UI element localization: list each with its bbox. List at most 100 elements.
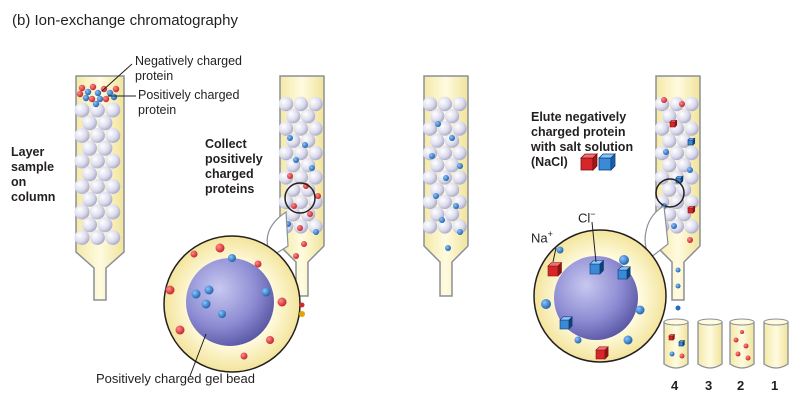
negative-protein bbox=[106, 89, 114, 97]
resin-bead bbox=[676, 207, 692, 222]
neg-protein-label: Negatively charged protein bbox=[135, 54, 243, 83]
positive-protein bbox=[78, 84, 86, 92]
cl-cube-small bbox=[675, 175, 684, 184]
cl-cube bbox=[589, 259, 605, 275]
resin-bead bbox=[430, 109, 445, 124]
resin-bead bbox=[452, 121, 467, 136]
resin-bead bbox=[82, 140, 97, 156]
resin-bead bbox=[82, 217, 97, 233]
resin-bead bbox=[89, 179, 105, 194]
gel-bead-label: Positively charged gel bead bbox=[96, 371, 255, 386]
na-cube-small bbox=[687, 205, 696, 214]
resin-bead bbox=[82, 166, 97, 182]
resin-bead bbox=[97, 140, 113, 156]
tube-1 bbox=[763, 318, 789, 369]
na-cube bbox=[547, 261, 563, 277]
resin-bead bbox=[293, 170, 308, 185]
resin-bead bbox=[82, 191, 97, 207]
cl-cube-small bbox=[687, 137, 696, 146]
resin-bead bbox=[105, 204, 121, 220]
negative-protein bbox=[204, 285, 214, 295]
resin-bead bbox=[300, 109, 316, 124]
resin-bead bbox=[278, 121, 294, 136]
resin-bead bbox=[293, 121, 308, 136]
resin-bead bbox=[422, 219, 438, 234]
gel-bead-2 bbox=[554, 256, 638, 340]
na-cube-small bbox=[668, 333, 676, 341]
resin-bead bbox=[89, 102, 105, 118]
negative-protein bbox=[623, 335, 633, 345]
fraction-3-label: 3 bbox=[705, 378, 713, 393]
resin-bead bbox=[97, 166, 113, 182]
resin-bead bbox=[286, 207, 301, 222]
resin-bead bbox=[444, 182, 460, 197]
negative-protein bbox=[449, 135, 455, 141]
resin-bead bbox=[662, 182, 677, 197]
resin-bead bbox=[662, 133, 677, 148]
cl-cube bbox=[617, 266, 631, 280]
nacl-cubes bbox=[580, 153, 616, 171]
negative-protein bbox=[541, 299, 551, 309]
positive-protein bbox=[175, 325, 185, 335]
negative-protein bbox=[433, 193, 439, 199]
na-ion bbox=[679, 101, 685, 107]
resin-bead bbox=[669, 96, 684, 112]
resin-bead bbox=[662, 158, 677, 173]
cl-cube bbox=[598, 153, 616, 171]
positive-protein bbox=[165, 285, 175, 295]
negative-protein bbox=[302, 142, 308, 148]
negative-protein bbox=[435, 121, 441, 127]
resin-bead bbox=[82, 115, 97, 131]
collect-label: Collect positively charged proteins bbox=[205, 137, 263, 196]
resin-bead bbox=[89, 230, 105, 245]
negative-protein bbox=[201, 299, 211, 309]
positive-protein bbox=[735, 351, 741, 357]
resin-bead bbox=[105, 128, 121, 143]
resin-bead bbox=[452, 145, 467, 161]
negative-protein bbox=[313, 229, 319, 235]
positive-protein bbox=[89, 83, 97, 91]
magnified-view-2 bbox=[533, 205, 669, 363]
resin-bead bbox=[278, 96, 294, 112]
resin-bead bbox=[437, 145, 452, 161]
resin-bead bbox=[293, 194, 308, 210]
na-ion bbox=[687, 237, 693, 243]
magnified-view-1 bbox=[163, 210, 301, 377]
cl-cube bbox=[559, 316, 573, 330]
na-cube-small bbox=[669, 119, 678, 128]
negative-protein bbox=[671, 223, 677, 229]
negative-protein bbox=[453, 203, 459, 209]
column-drips bbox=[299, 302, 681, 317]
resin-bead bbox=[97, 115, 113, 131]
positive-protein bbox=[215, 243, 225, 253]
resin-bead bbox=[684, 194, 699, 210]
positive-protein bbox=[297, 225, 303, 231]
resin-bead bbox=[662, 109, 677, 124]
resin-bead bbox=[286, 182, 301, 197]
negative-protein bbox=[619, 255, 629, 265]
negative-protein bbox=[94, 89, 102, 97]
negative-protein bbox=[445, 245, 451, 251]
resin-bead bbox=[684, 96, 699, 112]
resin-bead bbox=[105, 102, 121, 118]
negative-protein bbox=[84, 88, 92, 96]
resin-bead bbox=[444, 109, 460, 124]
resin-bead bbox=[74, 102, 90, 118]
negative-protein bbox=[287, 135, 293, 141]
negative-protein bbox=[96, 95, 104, 103]
na-cube bbox=[580, 153, 598, 171]
column-3 bbox=[422, 75, 469, 297]
resin-bead bbox=[105, 153, 121, 169]
resin-bead bbox=[74, 230, 90, 245]
diagram-title: (b) Ion-exchange chromatography bbox=[12, 12, 238, 29]
layer-sample-label: Layer sample on column bbox=[11, 145, 56, 204]
positive-protein bbox=[102, 95, 110, 103]
cl-cube-small bbox=[678, 339, 686, 347]
negative-protein bbox=[429, 153, 435, 159]
resin-bead bbox=[308, 219, 323, 234]
negative-protein bbox=[92, 100, 100, 108]
positive-protein bbox=[745, 355, 751, 361]
positive-protein bbox=[733, 337, 739, 343]
resin-bead bbox=[444, 207, 460, 222]
